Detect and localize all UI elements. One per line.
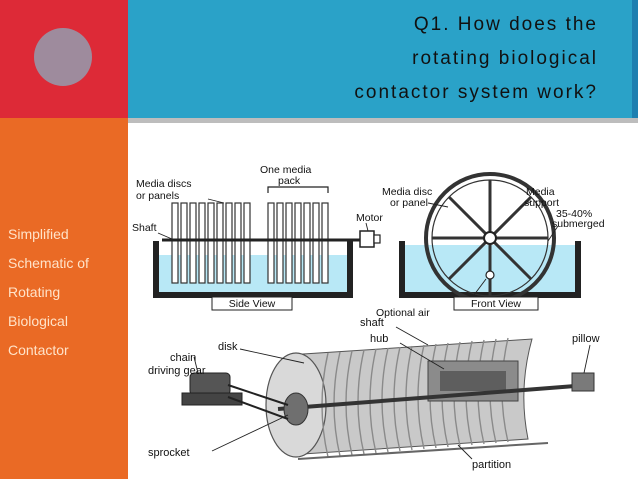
slide-subtitle: Simplified Schematic of Rotating Biologi… xyxy=(8,220,126,365)
label-partition-3d: partition xyxy=(472,459,511,471)
drum-shaft xyxy=(277,383,589,411)
front-view-diagram: Media disc or panel Media support 35-40%… xyxy=(376,172,605,319)
front-hub xyxy=(283,392,309,426)
air-bubble xyxy=(485,270,495,280)
leader-disk-3d xyxy=(239,348,305,364)
leader-hub-3d xyxy=(399,342,445,370)
label-pack: pack xyxy=(278,175,301,187)
title-line-3: contactor system work? xyxy=(354,82,598,103)
side-view-caption-box xyxy=(211,296,293,311)
label-media-disc: Media disc xyxy=(382,186,432,198)
label-driving-gear-3d: driving gear xyxy=(148,365,206,377)
label-chain-3d: chain xyxy=(170,352,196,364)
leader-shaft-3d xyxy=(395,326,429,346)
title-line-1: Q1. How does the xyxy=(413,14,598,35)
leader-partition-3d xyxy=(457,444,473,460)
front-view-caption: Front View xyxy=(471,298,521,310)
label-media-discs: Media discs xyxy=(136,178,191,190)
label-optional-air: Optional air xyxy=(376,307,430,319)
leader-submerged xyxy=(547,225,559,242)
leader-media-support xyxy=(519,200,533,208)
leader-media-discs xyxy=(207,198,225,204)
subtitle-line: Simplified xyxy=(8,226,69,242)
pillow-block xyxy=(571,372,595,392)
subtitle-line: Schematic of xyxy=(8,255,89,271)
side-view-caption: Side View xyxy=(229,298,276,310)
subtitle-line: Rotating xyxy=(8,284,61,300)
label-one-media: One media xyxy=(260,164,312,176)
tank-partition xyxy=(297,442,549,460)
one-pack-brace xyxy=(267,186,329,193)
left-orange-panel xyxy=(0,118,128,479)
label-shaft: Shaft xyxy=(132,222,157,234)
slide-title: Q1. How does the rotating biological con… xyxy=(158,8,598,110)
media-pack-right xyxy=(267,202,329,284)
drive-chain xyxy=(227,384,289,406)
label-support: support xyxy=(524,197,559,209)
media-pack-left xyxy=(171,202,251,284)
label-sprocket-3d: sprocket xyxy=(148,447,190,459)
label-motor: Motor xyxy=(356,212,383,224)
leader-sprocket-3d xyxy=(211,414,289,452)
label-pillow-3d: pillow xyxy=(572,333,600,345)
label-hub-3d: hub xyxy=(370,333,388,345)
motor-housing xyxy=(373,234,381,244)
label-or-panel: or panel xyxy=(390,197,428,209)
rbc-3d-drawing: shaft hub pillow disk chain driving gear… xyxy=(148,317,600,471)
label-submerged: submerged xyxy=(552,218,605,230)
leader-media-disc xyxy=(427,202,449,208)
label-shaft-3d: shaft xyxy=(360,317,384,329)
drive-chain-lower xyxy=(227,396,289,420)
title-line-2: rotating biological xyxy=(412,48,598,69)
title-banner xyxy=(128,0,638,118)
gear-base xyxy=(181,392,243,406)
right-accent-bar xyxy=(632,0,638,118)
leader-shaft xyxy=(157,232,173,240)
rbc-schematic-figure: Media discs or panels One media pack Sha… xyxy=(132,164,605,471)
leader-pillow-3d xyxy=(583,344,591,374)
front-view-caption-box xyxy=(453,296,539,311)
side-view-tank xyxy=(153,241,353,298)
leader-chain-3d xyxy=(193,356,199,374)
banner-divider xyxy=(128,118,638,123)
side-view-diagram: Media discs or panels One media pack Sha… xyxy=(132,164,383,311)
side-view-motor xyxy=(359,230,375,248)
label-or-panels: or panels xyxy=(136,190,179,202)
label-media: Media xyxy=(526,186,555,198)
leader-motor xyxy=(365,222,369,232)
label-percent: 35-40% xyxy=(556,208,592,220)
decorative-circle xyxy=(34,28,92,86)
subtitle-line: Contactor xyxy=(8,342,69,358)
label-disk-3d: disk xyxy=(218,341,238,353)
hub-inner xyxy=(440,371,506,391)
subtitle-line: Biological xyxy=(8,313,68,329)
front-view-hub xyxy=(483,231,497,245)
